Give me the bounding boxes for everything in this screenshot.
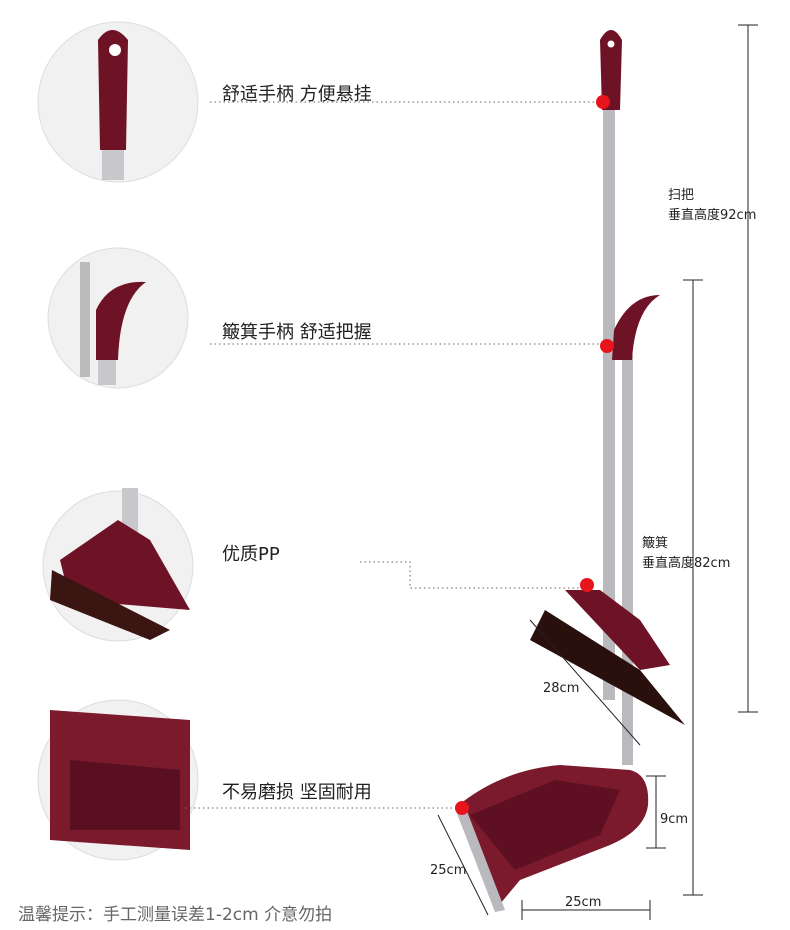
- dustpan-height: 垂直高度82cm: [642, 556, 731, 571]
- dustpan-handle: [612, 295, 660, 360]
- broom-handle: [600, 30, 622, 110]
- dustpan-pole: [622, 355, 633, 765]
- broom-head: [565, 590, 670, 670]
- pan-depth: 25cm: [430, 863, 467, 878]
- dimension-lines: [437, 24, 758, 920]
- dustpan-name: 簸箕: [642, 536, 669, 551]
- broom-name: 扫把: [668, 188, 695, 203]
- detail-circle-pp: [42, 488, 194, 642]
- pan-height: 9cm: [660, 812, 689, 827]
- broom-bristles: [530, 610, 685, 725]
- detail-circle-dustpan-handle: [47, 247, 189, 389]
- dustpan-dimension: 簸箕 垂直高度82cm: [642, 534, 730, 574]
- callout-dots: [455, 95, 614, 815]
- detail-circle-dustpan: [37, 699, 199, 861]
- callout-dustpan-handle: 簸箕手柄 舒适把握: [222, 322, 372, 343]
- leader-lines: [185, 101, 605, 809]
- broom-height: 垂直高度92cm: [668, 208, 757, 223]
- broom-pole: [603, 100, 615, 700]
- broom-dimension: 扫把 垂直高度92cm: [668, 186, 756, 226]
- callout-comfort-handle: 舒适手柄 方便悬挂: [222, 84, 372, 105]
- footer-tip: 温馨提示：手工测量误差1-2cm 介意勿拍: [18, 905, 333, 925]
- brush-width: 28cm: [543, 681, 580, 696]
- callout-durable: 不易磨损 坚固耐用: [222, 782, 372, 803]
- pan-width: 25cm: [565, 895, 602, 910]
- detail-circle-handle-top: [37, 21, 199, 183]
- callout-quality-pp: 优质PP: [222, 544, 280, 565]
